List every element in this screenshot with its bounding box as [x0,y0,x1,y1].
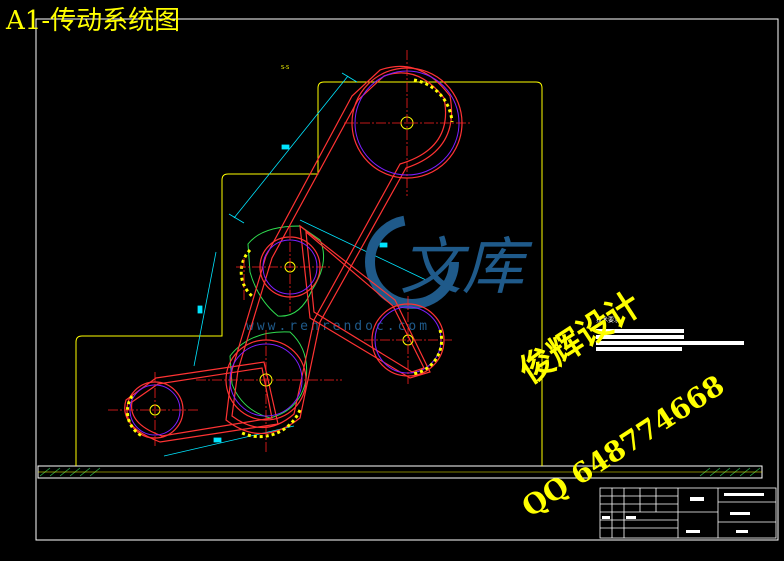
base-plate [37,465,763,479]
tech-requirements-title: 技术要求 [596,317,621,324]
centerlines [108,50,470,454]
watermark-logo-text: 文库 [400,230,533,303]
housing-outline [75,81,543,466]
drawing-title: A1-传动系统图 [6,6,181,36]
watermark-url: www.renrendoc.com [246,319,430,334]
section-label: S-S [281,65,289,71]
tech-requirements-lines [596,329,744,351]
title-block [599,487,777,539]
dimension-lines [163,72,427,457]
belt-main [124,65,453,443]
drawing-frame [35,18,779,541]
watermark-logo: 文库 www.renrendoc.com [246,215,533,334]
